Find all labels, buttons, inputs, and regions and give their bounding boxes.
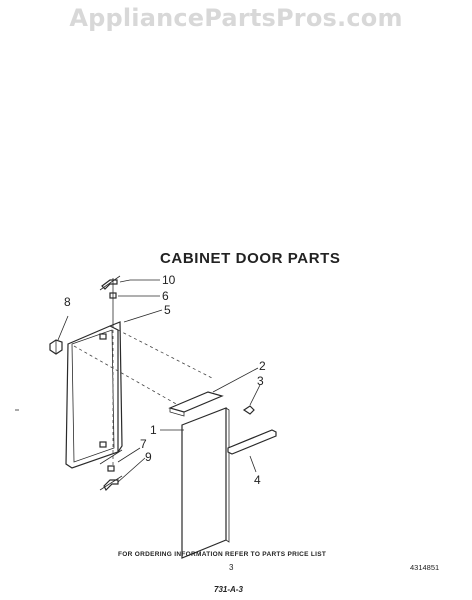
document-part-number: 4314851 (410, 563, 440, 572)
cabinet-door-1 (181, 407, 230, 559)
leader-line (123, 309, 163, 323)
leader-line (117, 447, 141, 463)
callout-4: 4 (254, 473, 261, 487)
door-trim-2 (168, 391, 224, 417)
callout-9: 9 (145, 450, 152, 464)
hinge-bracket-8 (49, 339, 63, 355)
bottom-hinge-parts (99, 449, 123, 492)
alignment-line (73, 345, 179, 406)
leader-line (119, 279, 131, 283)
page-number: 3 (229, 563, 234, 572)
callout-8: 8 (64, 295, 71, 309)
leader-line (249, 384, 261, 406)
diagram-title: CABINET DOOR PARTS (160, 250, 341, 267)
top-hinge-parts (99, 275, 121, 330)
callout-3: 3 (257, 374, 264, 388)
revision-stamp: 731-A-3 (214, 585, 243, 594)
leader-line (57, 315, 69, 341)
left-door-panel (65, 321, 123, 469)
ordering-info: FOR ORDERING INFORMATION REFER TO PARTS … (118, 551, 327, 558)
leader-line (117, 457, 146, 483)
alignment-line (117, 329, 213, 379)
callout-5: 5 (164, 303, 171, 317)
watermark-logo: AppliancePartsPros.com (69, 4, 403, 32)
callout-2: 2 (259, 359, 266, 373)
callout-7: 7 (140, 437, 147, 451)
callout-1: 1 (150, 423, 157, 437)
leader-line (249, 455, 257, 473)
leader-line (212, 367, 259, 393)
callout-10: 10 (162, 273, 176, 287)
door-handle-4 (227, 429, 277, 455)
callout-6: 6 (162, 289, 169, 303)
